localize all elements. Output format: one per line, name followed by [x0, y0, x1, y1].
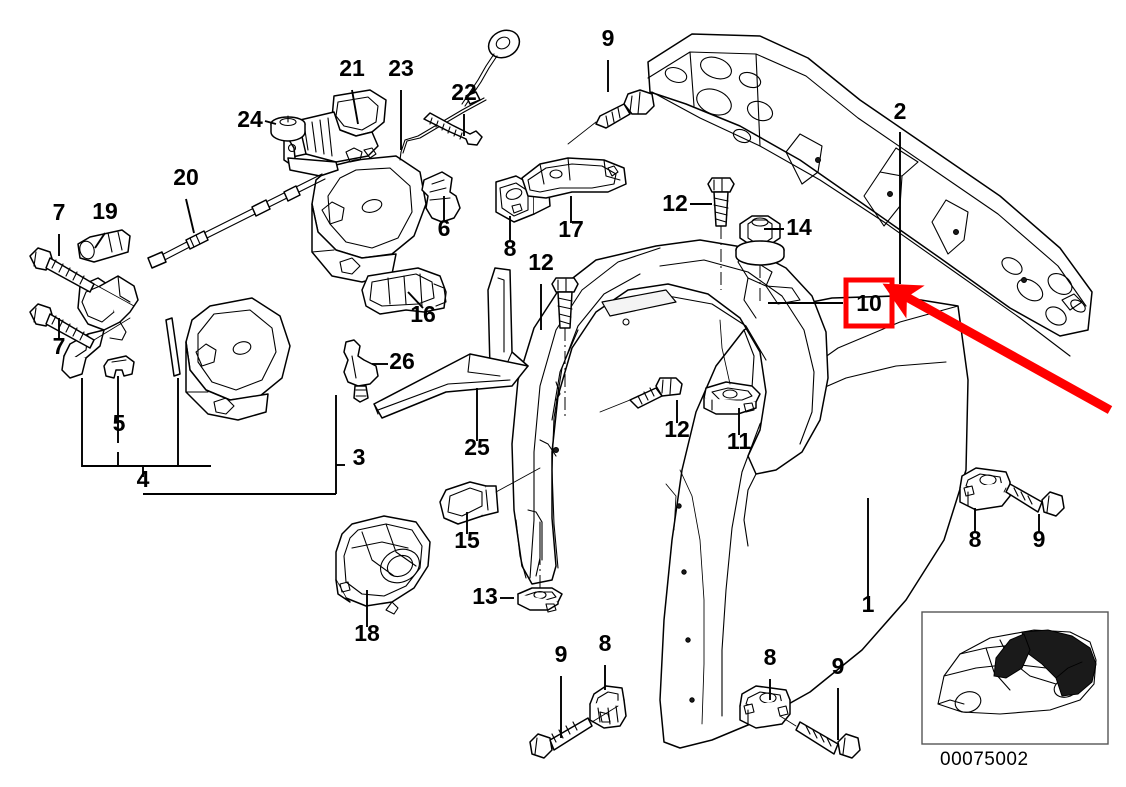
part-callout-8: 8	[599, 630, 612, 656]
part-18-wheel-housing-cover	[335, 515, 431, 615]
part-callout-6: 6	[438, 215, 451, 241]
part-callout-10: 10	[856, 290, 882, 316]
part-callout-15: 15	[454, 527, 480, 553]
part-callout-4: 4	[137, 466, 150, 492]
part-25-trim-strip	[373, 267, 529, 419]
part-23-rod-hook	[399, 29, 521, 161]
part-12-screw-left	[551, 277, 579, 420]
part-callout-18: 18	[354, 620, 380, 646]
part-callout-21: 21	[339, 55, 365, 81]
part-callout-7: 7	[53, 333, 66, 359]
part-13-clip	[517, 524, 563, 613]
part-callout-11: 11	[727, 428, 752, 454]
part-callout-8: 8	[504, 235, 517, 261]
part-callout-24: 24	[237, 106, 263, 132]
part-callout-5: 5	[113, 410, 126, 436]
part-callout-22: 22	[451, 79, 477, 105]
part-callout-8: 8	[764, 644, 777, 670]
part-8-clip-bottom-right	[739, 685, 791, 729]
part-26-expanding-rivet	[343, 339, 379, 403]
part-callout-14: 14	[786, 214, 812, 240]
part-17-bracket	[521, 157, 627, 199]
part-3-trim-housings	[185, 155, 447, 421]
part-callout-12: 12	[528, 249, 554, 275]
part-5-clip	[103, 355, 135, 379]
part-callout-9: 9	[555, 641, 568, 667]
part-callout-26: 26	[389, 348, 415, 374]
part-11-clip	[703, 319, 761, 415]
part-12-screw-lower	[599, 377, 683, 413]
highlight-annotation-layer	[843, 277, 1113, 414]
part-callout-17: 17	[558, 216, 584, 242]
part-9-screw-top	[567, 89, 655, 145]
vehicle-locator-inset: 00075002	[921, 611, 1109, 770]
part-callout-2: 2	[894, 98, 907, 124]
part-callout-20: 20	[173, 164, 199, 190]
part-6-expanding-nut	[421, 171, 461, 223]
inset-diagram-code: 00075002	[940, 749, 1029, 770]
highlight-arrow-part-10	[882, 283, 1113, 414]
part-14-flange-nut	[735, 215, 785, 304]
part-3-strip	[165, 317, 181, 377]
part-callout-12: 12	[664, 416, 690, 442]
leader-lines	[58, 60, 1040, 740]
part-callout-7: 7	[53, 199, 66, 225]
part-9-screw-right	[1003, 483, 1065, 517]
part-callout-23: 23	[388, 55, 414, 81]
part-15-bump-stop	[439, 467, 541, 525]
part-8-clip-right	[959, 467, 1011, 511]
part-callout-12: 12	[662, 190, 688, 216]
part-callout-13: 13	[472, 583, 498, 609]
part-12-screw-top	[707, 177, 735, 290]
part-9-screw-bottom-right	[779, 715, 861, 759]
part-8-clip-bottom-left	[589, 685, 627, 729]
part-2-rear-panel-rail	[647, 33, 1093, 357]
part-callout-1: 1	[862, 591, 875, 617]
part-19-sleeve-bush	[77, 229, 131, 263]
part-callout-3: 3	[353, 444, 366, 470]
part-callout-16: 16	[410, 301, 436, 327]
part-callout-25: 25	[464, 434, 490, 460]
part-22-screw	[423, 112, 483, 146]
part-callout-9: 9	[602, 25, 615, 51]
part-callout-9: 9	[1033, 526, 1046, 552]
part-10-wheel-arch-liner	[511, 239, 829, 585]
grouping-brackets	[81, 376, 345, 495]
part-20-bowden-cable	[147, 173, 326, 269]
part-7-screws	[29, 247, 135, 349]
part-callout-19: 19	[92, 198, 118, 224]
part-callout-8: 8	[969, 526, 982, 552]
part-callout-9: 9	[832, 653, 845, 679]
part-24-collar-nut	[270, 115, 306, 142]
part-9-screw-bottom-left	[529, 705, 619, 759]
